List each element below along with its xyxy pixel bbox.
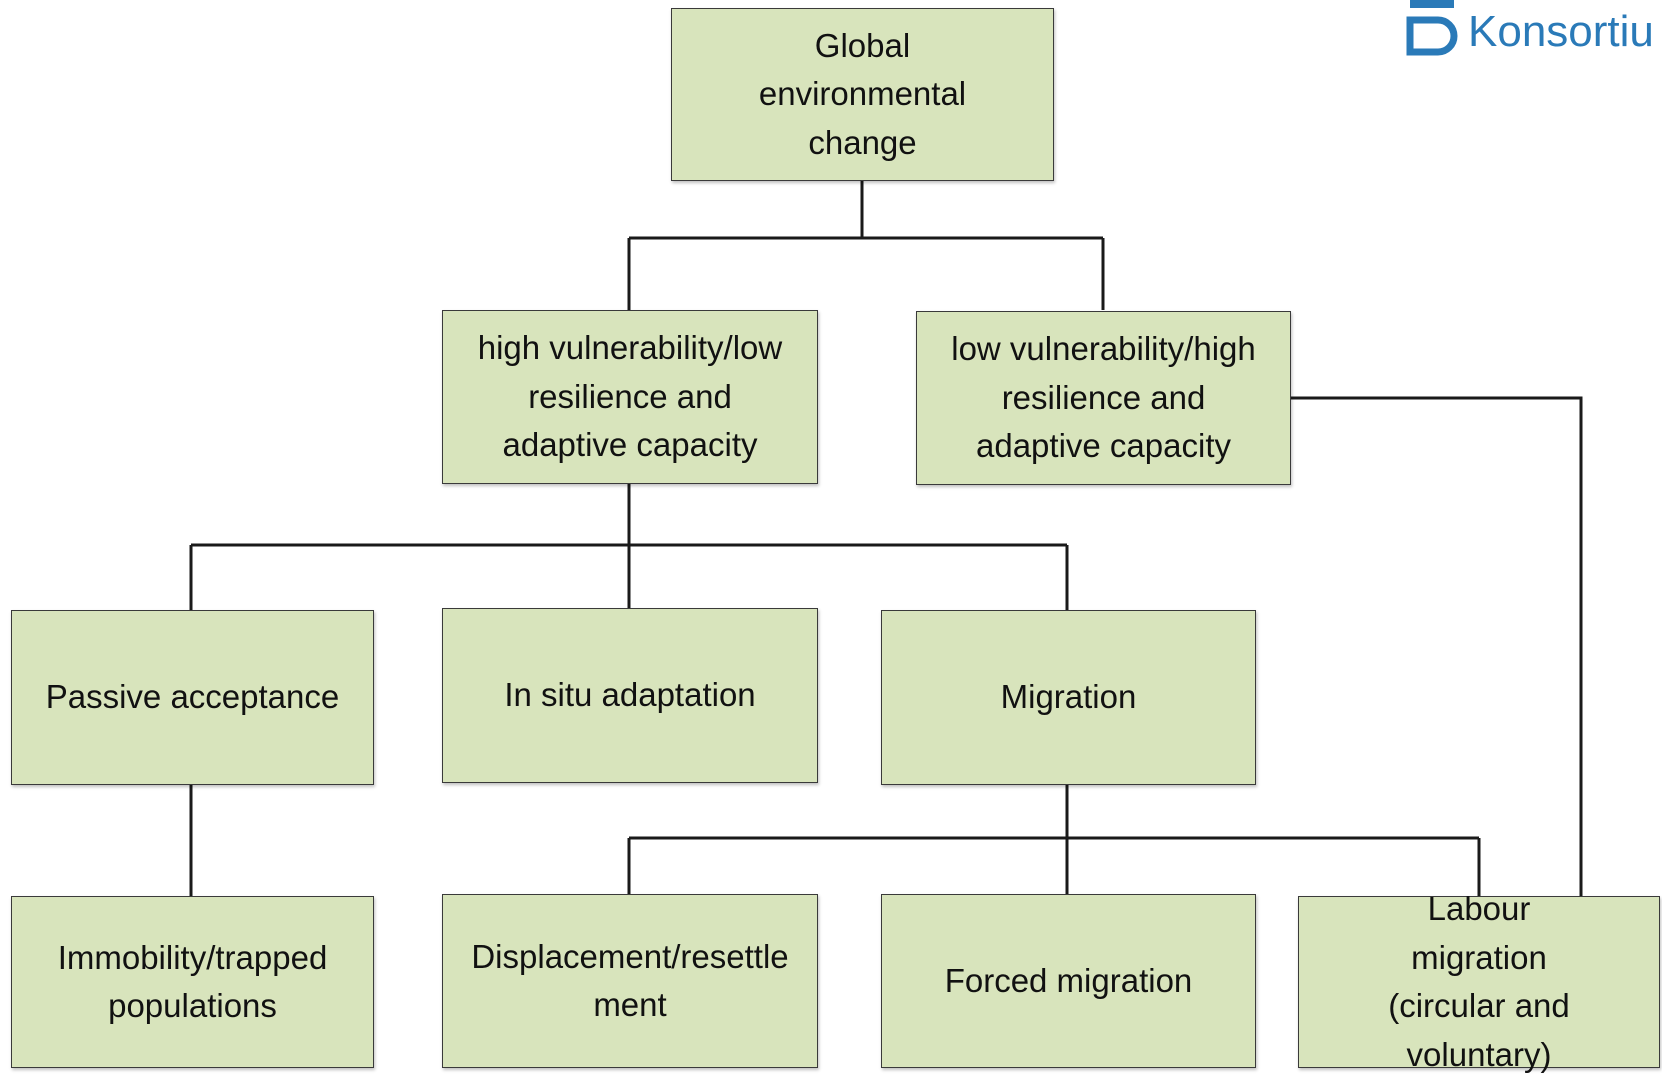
- connector-low-to-labour: [1291, 396, 1583, 896]
- node-label: Global environmental change: [758, 26, 967, 161]
- node-forced-migration: Forced migration: [881, 894, 1256, 1068]
- logo-mark-icon: [1406, 0, 1458, 56]
- node-migration: Migration: [881, 610, 1256, 785]
- node-label: low vulnerability/high resilience and ad…: [951, 330, 1256, 465]
- node-label: Displacement/resettle ment: [471, 937, 789, 1024]
- node-label: Migration: [1000, 678, 1137, 716]
- logo-text: Konsortiu: [1468, 7, 1654, 56]
- node-labour-migration: Labour migration (circular and voluntary…: [1298, 890, 1660, 1073]
- node-displacement-resettlement: Displacement/resettle ment: [442, 894, 818, 1068]
- node-low-vulnerability: low vulnerability/high resilience and ad…: [916, 311, 1291, 485]
- node-label: In situ adaptation: [504, 676, 756, 714]
- node-high-vulnerability: high vulnerability/low resilience and ad…: [442, 310, 818, 484]
- node-immobility-trapped-populations: Immobility/trapped populations: [11, 896, 374, 1068]
- node-passive-acceptance: Passive acceptance: [11, 610, 374, 785]
- node-global-environmental-change: Global environmental change: [671, 8, 1054, 181]
- node-label: Forced migration: [944, 961, 1193, 999]
- node-label: Immobility/trapped populations: [57, 938, 328, 1025]
- logo: Konsortiu: [1382, 0, 1662, 70]
- node-label: high vulnerability/low resilience and ad…: [477, 329, 783, 464]
- node-label: Labour migration (circular and voluntary…: [1388, 890, 1570, 1073]
- node-in-situ-adaptation: In situ adaptation: [442, 608, 818, 783]
- node-label: Passive acceptance: [45, 678, 340, 716]
